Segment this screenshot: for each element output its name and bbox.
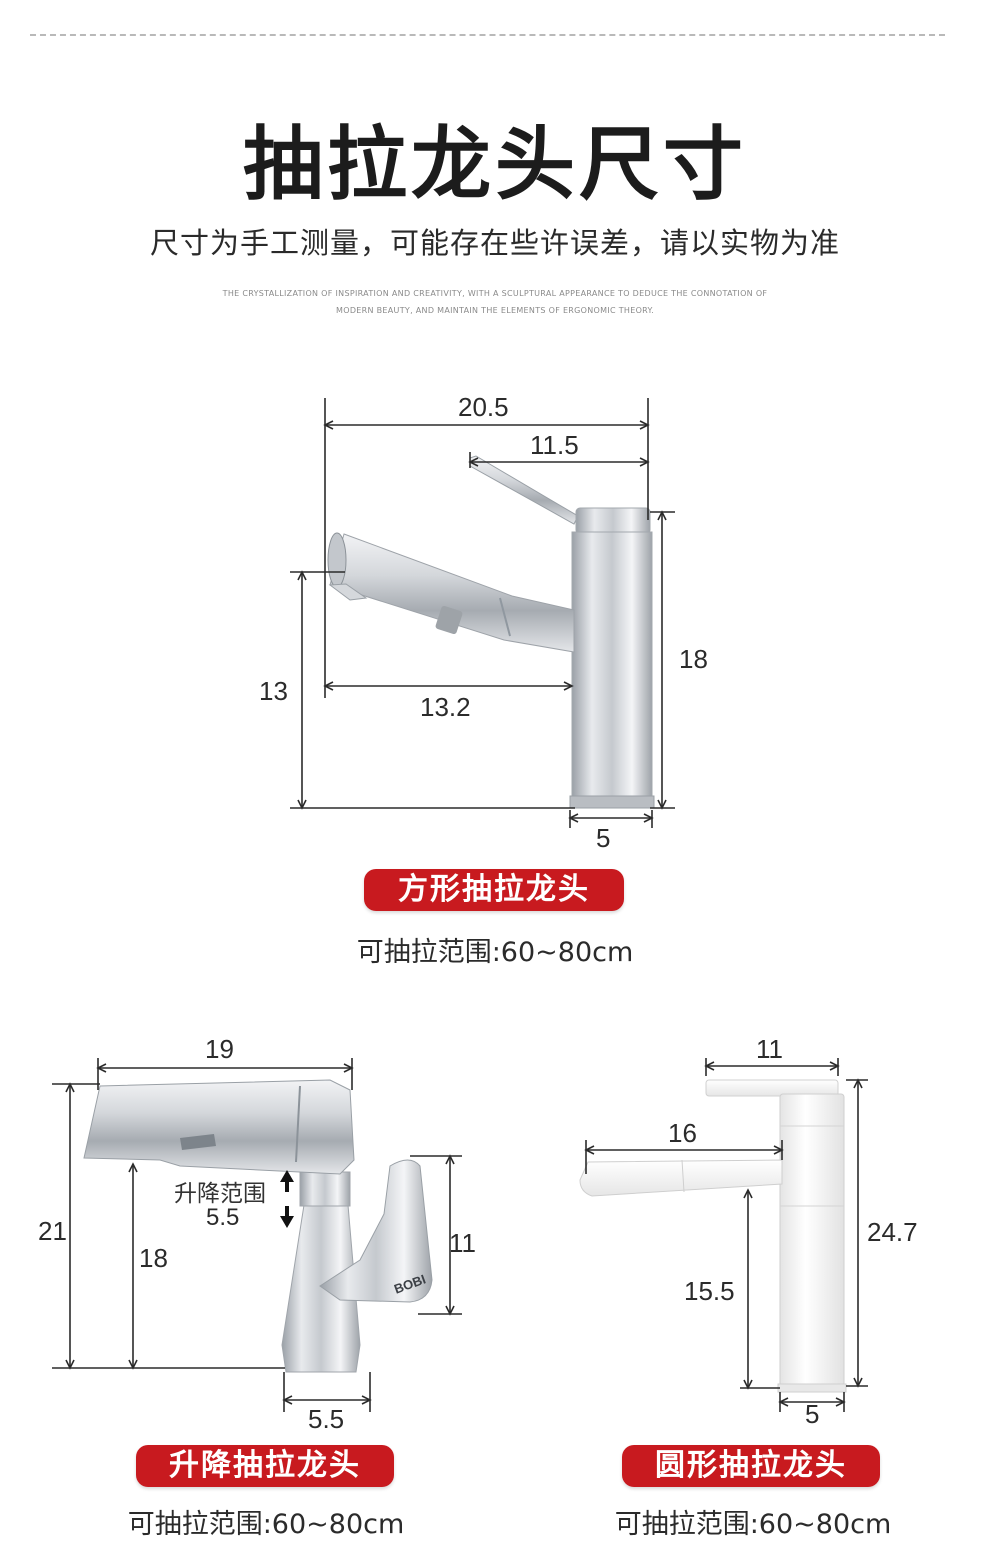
round-dim-handle-width: 11 — [756, 1034, 783, 1064]
round-faucet-dimension-lines — [584, 1058, 868, 1412]
square-dim-total-width: 20.5 — [458, 392, 509, 422]
lift-faucet-pull-range: 可抽拉范围:60~80cm — [127, 1509, 405, 1540]
square-dim-spout-height: 13 — [259, 676, 288, 706]
lift-faucet-dimension-lines — [52, 1058, 462, 1412]
square-dim-spout-reach: 13.2 — [420, 692, 471, 722]
english-tagline-2: MODERN BEAUTY, AND MAINTAIN THE ELEMENTS… — [336, 306, 654, 315]
lift-dim-lift-range: 5.5 — [206, 1204, 240, 1231]
round-dim-spout-height: 15.5 — [684, 1276, 735, 1306]
square-faucet-pull-range: 可抽拉范围:60~80cm — [356, 937, 634, 968]
square-dim-base-width: 5 — [596, 823, 611, 853]
round-dim-spout-length: 16 — [668, 1118, 697, 1148]
round-faucet-drawing — [579, 1079, 847, 1393]
lift-dim-base-width: 5.5 — [308, 1404, 345, 1434]
square-faucet-drawing — [327, 455, 655, 809]
square-dim-total-height: 18 — [679, 644, 708, 674]
lift-faucet-badge: 升降抽拉龙头 — [136, 1445, 394, 1487]
lift-dim-total-height: 21 — [38, 1216, 67, 1246]
round-dim-base-width: 5 — [805, 1399, 820, 1429]
lift-dim-handle-height: 11 — [449, 1228, 476, 1258]
square-dim-handle-width: 11.5 — [530, 430, 579, 460]
page-subtitle: 尺寸为手工测量，可能存在些许误差，请以实物为准 — [149, 226, 840, 260]
round-dim-total-height: 24.7 — [867, 1217, 918, 1247]
lift-range-arrows — [280, 1170, 294, 1228]
top-dashed-divider — [30, 34, 945, 36]
round-faucet-badge: 圆形抽拉龙头 — [622, 1445, 880, 1487]
lift-dim-spout-height: 18 — [139, 1243, 168, 1273]
round-faucet-pull-range: 可抽拉范围:60~80cm — [614, 1509, 892, 1540]
lift-dim-top-width: 19 — [205, 1034, 234, 1064]
page-title: 抽拉龙头尺寸 — [243, 118, 747, 211]
lift-faucet-drawing: BOBI — [83, 1079, 433, 1373]
square-faucet-dimension-lines — [290, 398, 675, 828]
lift-range-label: 升降范围 — [174, 1181, 266, 1207]
square-faucet-badge: 方形抽拉龙头 — [364, 869, 624, 911]
english-tagline-1: THE CRYSTALLIZATION OF INSPIRATION AND C… — [222, 289, 768, 298]
